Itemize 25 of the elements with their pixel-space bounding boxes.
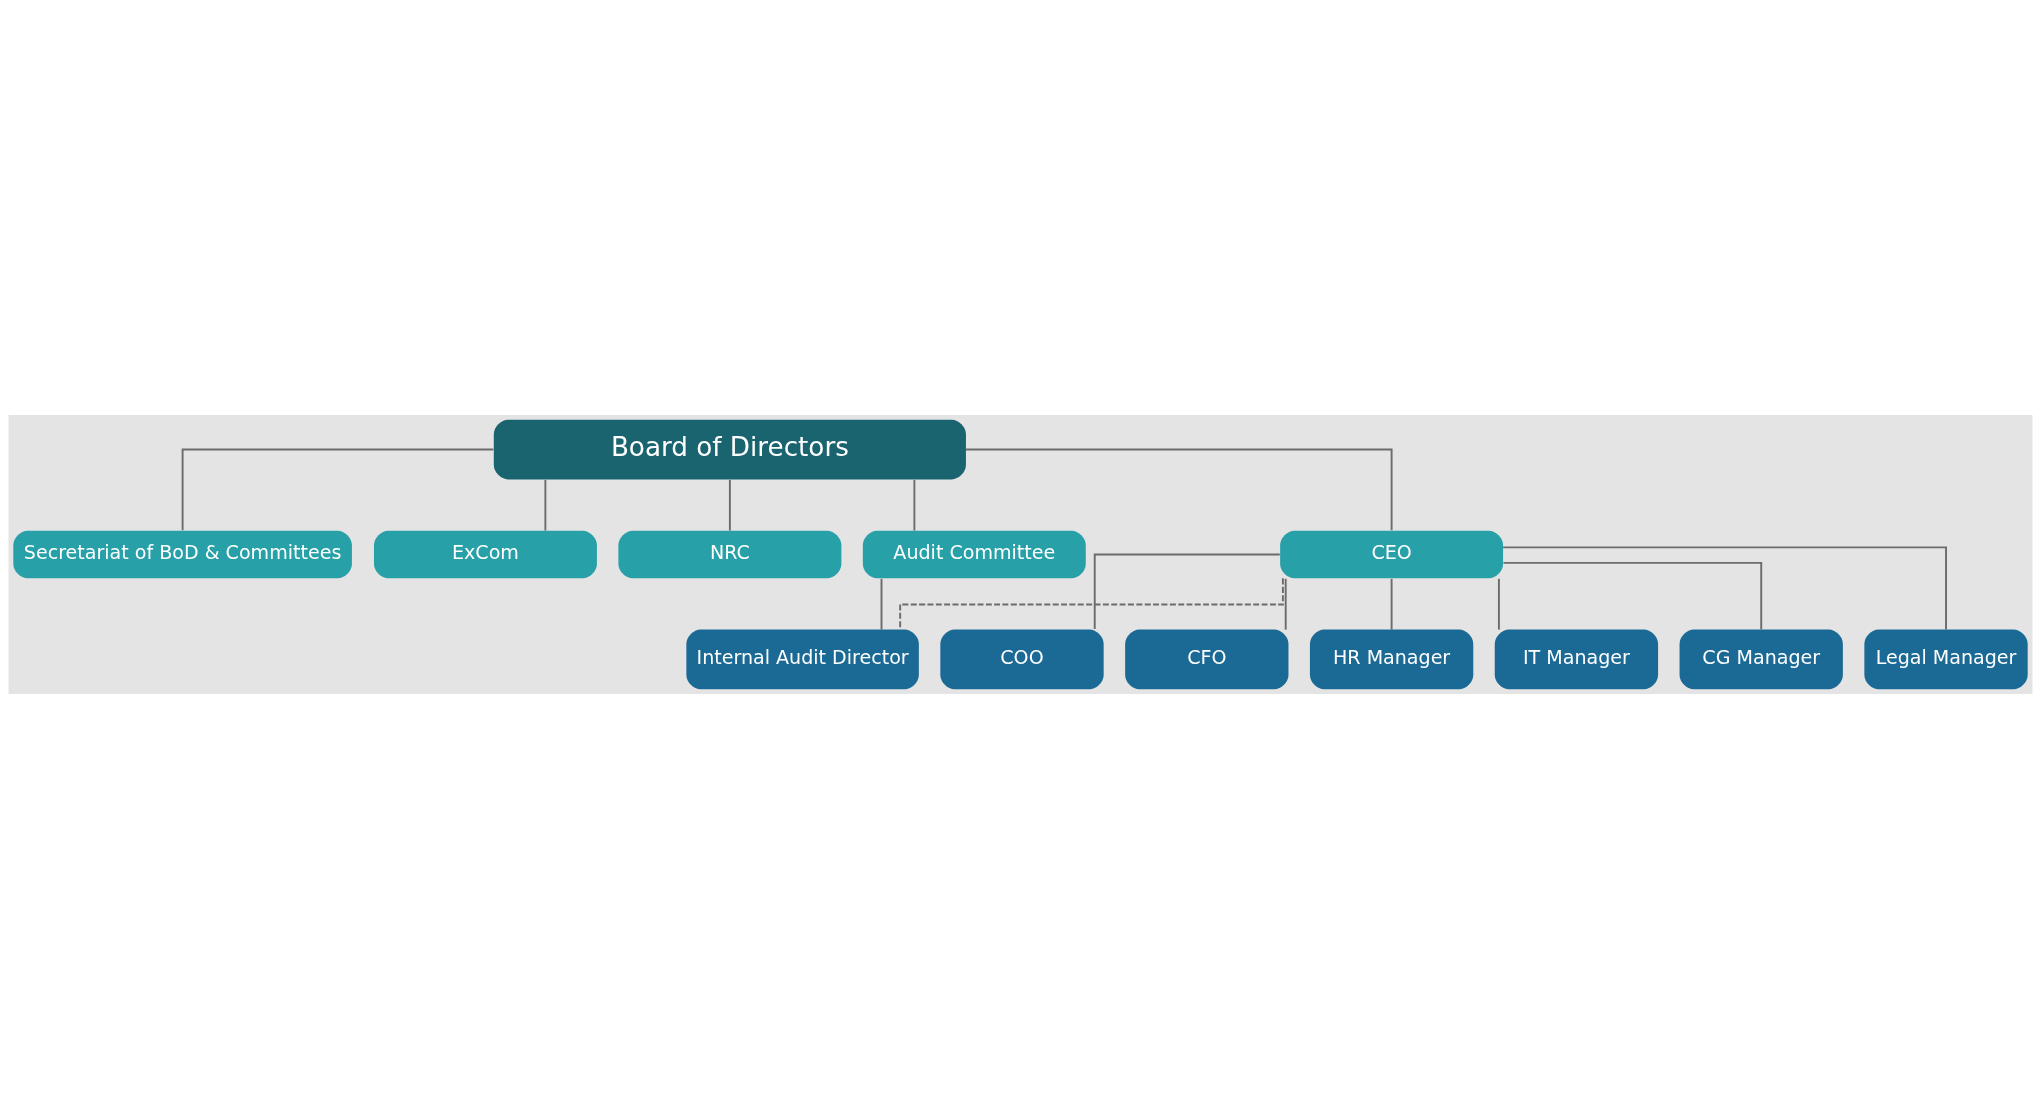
node-box: CEO xyxy=(1280,530,1504,579)
connector xyxy=(1502,546,1947,631)
connector xyxy=(1502,561,1763,631)
connector xyxy=(1093,553,1281,631)
connector xyxy=(913,478,916,532)
node-box: CFO xyxy=(1125,629,1289,690)
node-box: Audit Committee xyxy=(862,530,1086,579)
node-box: COO xyxy=(940,629,1104,690)
node-box: CG Manager xyxy=(1679,629,1843,690)
connector xyxy=(965,448,1393,532)
connector xyxy=(728,478,731,532)
node-box: HR Manager xyxy=(1309,629,1474,690)
connector xyxy=(181,448,495,532)
node-box: Legal Manager xyxy=(1864,629,2028,690)
node-box: Internal Audit Director xyxy=(686,629,919,690)
node-box: NRC xyxy=(618,530,842,579)
node-box: Board of Directors xyxy=(493,419,966,480)
node-box: ExCom xyxy=(373,530,597,579)
connector xyxy=(1284,577,1287,631)
connector xyxy=(880,577,883,631)
connector xyxy=(1390,577,1393,631)
node-box: IT Manager xyxy=(1494,629,1659,690)
node-box: Secretariat of BoD & Committees xyxy=(13,530,352,579)
connector xyxy=(544,478,547,532)
connector xyxy=(1497,577,1500,631)
